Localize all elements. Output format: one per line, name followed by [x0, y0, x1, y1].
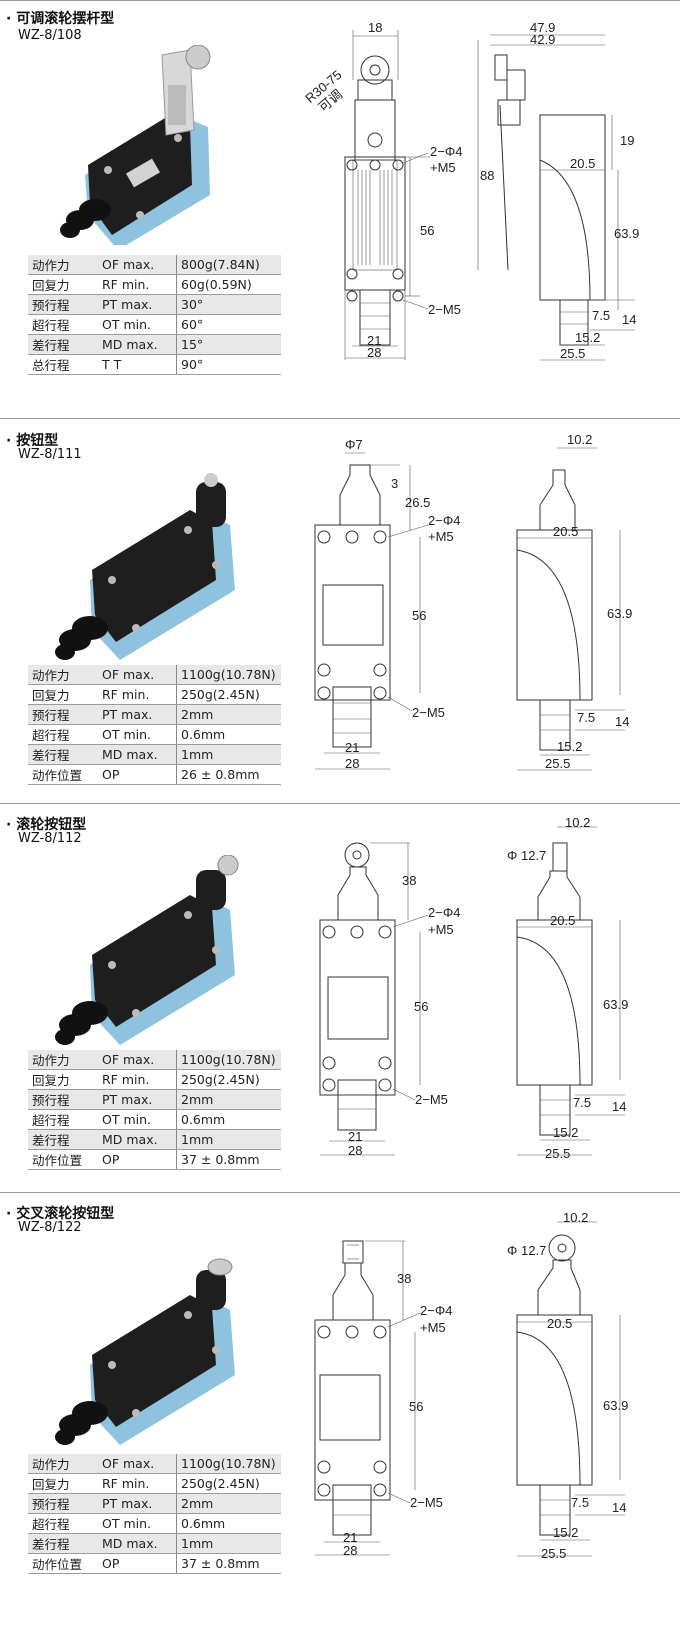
dim-label: 20.5	[553, 524, 578, 539]
section-title: · 滚轮按钮型	[6, 817, 87, 833]
dim-label: 2−Φ4	[428, 905, 460, 920]
dim-label: 2−M5	[415, 1092, 448, 1107]
separator	[0, 418, 680, 419]
separator	[0, 1192, 680, 1193]
dim-label: 88	[480, 168, 494, 183]
section-model: WZ-8/111	[18, 447, 82, 462]
dim-label: 25.5	[545, 756, 570, 771]
product-photo	[55, 855, 239, 1045]
side-drawing: 10.2 Φ 12.7 20.5 63.9 7.5 14 15.2 25.5	[507, 815, 628, 1161]
dim-label: 20.5	[547, 1316, 572, 1331]
dim-label: 56	[414, 999, 428, 1014]
dim-label: 25.5	[541, 1546, 566, 1561]
side-drawing: 47.9 42.9 20.5 19 63.9 7.5 14 15.2 25.5	[490, 20, 639, 361]
dim-label: 14	[612, 1099, 626, 1114]
dim-label: 63.9	[603, 997, 628, 1012]
dim-label: 15.2	[553, 1125, 578, 1140]
front-drawing: 38 2−Φ4 +M5 56 2−M5 21 28	[314, 1240, 452, 1558]
dim-label: 10.2	[563, 1210, 588, 1225]
dim-label: 42.9	[530, 32, 555, 47]
dim-label: 2−M5	[412, 705, 445, 720]
dim-label: 14	[615, 714, 629, 729]
dim-label: 28	[348, 1143, 362, 1158]
dim-label: 7.5	[571, 1495, 589, 1510]
dim-label: Φ 12.7	[507, 848, 546, 863]
dim-label: 38	[397, 1271, 411, 1286]
dim-label: 38	[402, 873, 416, 888]
dim-label: 47.9	[530, 20, 555, 35]
dim-label: +M5	[428, 529, 454, 544]
dim-label: 21	[348, 1129, 362, 1144]
section-title: · 交叉滚轮按钮型	[6, 1206, 115, 1222]
section-model: WZ-8/122	[18, 1220, 82, 1235]
dim-label: 21	[345, 740, 359, 755]
dim-label: 63.9	[614, 226, 639, 241]
dim-label: 26.5	[405, 495, 430, 510]
dim-label: Φ7	[345, 437, 363, 452]
dim-label: 19	[620, 133, 634, 148]
dim-label: +M5	[428, 922, 454, 937]
dim-label: 28	[367, 345, 381, 360]
dim-label: 21	[367, 333, 381, 348]
dim-label: 10.2	[565, 815, 590, 830]
dim-label: 20.5	[550, 913, 575, 928]
dim-label: 56	[420, 223, 434, 238]
dim-label: 15.2	[575, 330, 600, 345]
dim-label: 2−Φ4	[430, 144, 462, 159]
dim-label: 15.2	[557, 739, 582, 754]
product-photo	[60, 45, 211, 245]
separator	[0, 803, 680, 804]
dim-label: 56	[409, 1399, 423, 1414]
dim-label: 20.5	[570, 156, 595, 171]
section-title: · 按钮型	[6, 433, 59, 449]
dim-label: 2−Φ4	[428, 513, 460, 528]
dim-label: 14	[612, 1500, 626, 1515]
section-model: WZ-8/108	[18, 28, 82, 43]
dim-label: 28	[345, 756, 359, 771]
dim-label: 2−M5	[410, 1495, 443, 1510]
front-drawing: 38 2−Φ4 +M5 56 2−M5 21 28	[319, 842, 460, 1158]
separator	[0, 0, 680, 1]
dim-label: 63.9	[607, 606, 632, 621]
front-drawing: Φ7 3 26.5 2−Φ4 +M5 56 2−M5 21 28	[314, 437, 460, 771]
dim-label: 63.9	[603, 1398, 628, 1413]
dim-label: 21	[343, 1530, 357, 1545]
product-photo	[55, 473, 235, 660]
dim-label: 3	[391, 476, 398, 491]
dim-label: +M5	[430, 160, 456, 175]
dim-label: 56	[412, 608, 426, 623]
side-drawing: 10.2 20.5 63.9 7.5 14 15.2 25.5	[516, 432, 632, 771]
product-photo	[55, 1258, 235, 1445]
dim-label: 25.5	[560, 346, 585, 361]
dim-label: 7.5	[577, 710, 595, 725]
dim-label: Φ 12.7	[507, 1243, 546, 1258]
dim-label: 14	[622, 312, 636, 327]
section-title: · 可调滚轮摆杆型	[6, 11, 115, 27]
dim-label: 10.2	[567, 432, 592, 447]
dim-label: 15.2	[553, 1525, 578, 1540]
front-drawing: 18 R30-75 可调 56 2−Φ4 +M5 2−M5 21 28 88	[302, 20, 494, 360]
dim-label: 2−M5	[428, 302, 461, 317]
dim-label: 7.5	[592, 308, 610, 323]
side-drawing: 10.2 Φ 12.7 20.5 63.9 7.5 14 15.2 25.5	[507, 1210, 628, 1561]
dim-label: 25.5	[545, 1146, 570, 1161]
dim-label: 7.5	[573, 1095, 591, 1110]
dim-label: +M5	[420, 1320, 446, 1335]
section-model: WZ-8/112	[18, 831, 82, 846]
dim-label: 2−Φ4	[420, 1303, 452, 1318]
dim-label: 28	[343, 1543, 357, 1558]
dim-label: 18	[368, 20, 382, 35]
